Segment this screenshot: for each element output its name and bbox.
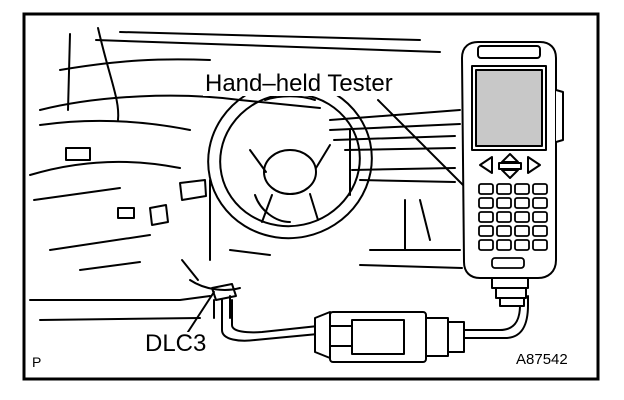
tester-right-arrow-icon: [527, 156, 541, 174]
figure-border: [22, 12, 600, 381]
dlc3-label: DLC3: [143, 330, 209, 357]
tester-plug: [491, 277, 529, 307]
tester-left-arrow-icon: [479, 156, 493, 174]
corner-mark: P: [32, 354, 42, 370]
interface-module: [314, 311, 465, 363]
tester-leader-line: [377, 99, 471, 193]
figure-code: A87542: [516, 351, 568, 368]
tester-keypad: [478, 183, 548, 269]
hand-held-tester: [461, 41, 564, 307]
dlc3-leader-line: [185, 291, 215, 336]
tester-screen: [475, 69, 543, 147]
dashboard-outline: [29, 27, 463, 321]
hand-held-tester-label: Hand–held Tester: [203, 70, 395, 97]
dlc3-connector: [211, 283, 237, 319]
